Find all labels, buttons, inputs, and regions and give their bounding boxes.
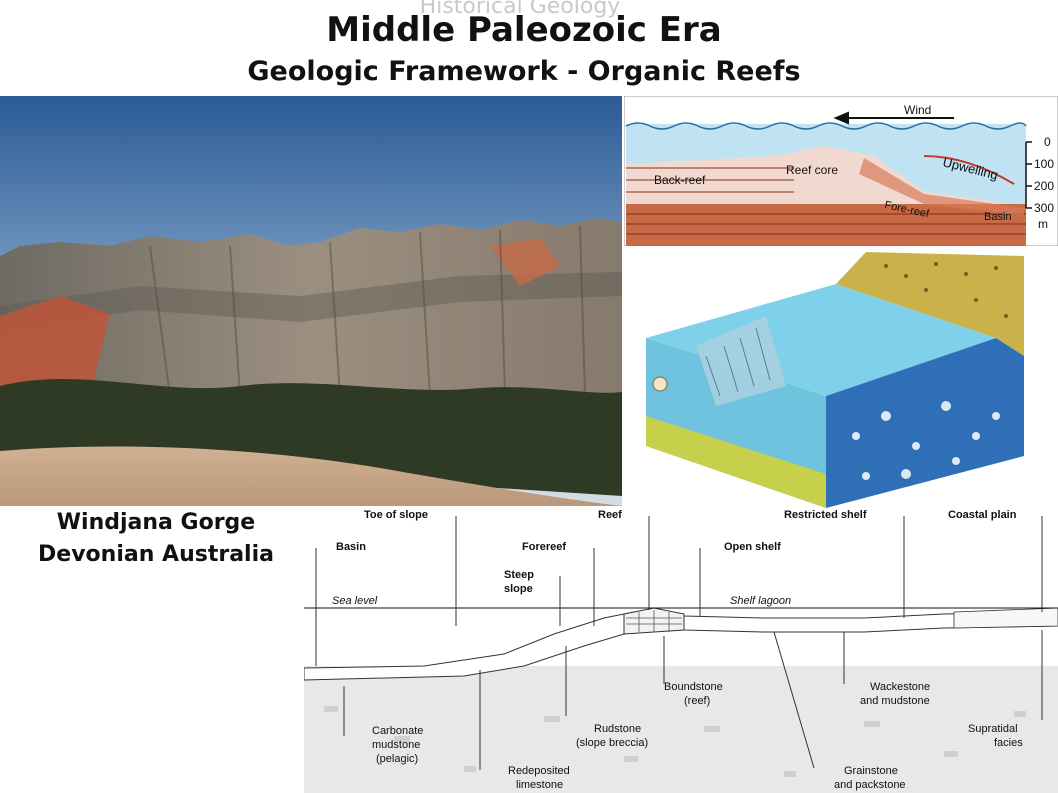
zone-basin: Basin	[984, 211, 1012, 223]
substrate-texture	[324, 706, 1026, 777]
label-grainstone-packstone: and packstone	[834, 779, 906, 791]
page-subtitle: Geologic Framework - Organic Reefs	[247, 56, 801, 87]
upwelling-arrow	[923, 155, 1015, 185]
reef-wall	[696, 316, 786, 406]
wave-line	[625, 122, 1027, 130]
nautiloid-icon	[652, 376, 668, 392]
coastal-plain-speckles	[884, 262, 1008, 318]
vegetation-band	[0, 378, 622, 496]
red-rock-right	[490, 238, 560, 286]
wind-label: Wind	[904, 103, 931, 117]
label-carbonate: Carbonate	[372, 725, 423, 737]
bedrock-brick	[626, 204, 1026, 246]
zone-back-reef: Back-reef	[654, 173, 706, 187]
coastal-dots	[953, 607, 1058, 629]
label-wackestone-mudstone: and mudstone	[860, 695, 930, 707]
block-side-face	[826, 338, 1024, 508]
wind-arrow	[833, 111, 954, 125]
ghost-course-title: Historical Geology	[419, 0, 621, 19]
depth-unit: m	[1038, 217, 1048, 231]
label-restricted-shelf: Restricted shelf	[784, 509, 867, 521]
label-grainstone: Grainstone	[844, 765, 898, 777]
label-open-shelf: Open shelf	[724, 541, 781, 553]
reef-profile-diagram: Wind Upwelling Back-reef Reef core Fore-…	[624, 96, 1058, 246]
depth-tick-100: 100	[1034, 157, 1054, 171]
label-reef: Reef	[598, 509, 622, 521]
label-redeposited: Redeposited	[508, 765, 570, 777]
depth-tick-0: 0	[1044, 135, 1051, 149]
zone-reef-core: Reef core	[786, 163, 838, 177]
red-rock-left	[0, 296, 110, 396]
sediment-profile	[304, 609, 1058, 681]
label-boundstone-reef: (reef)	[684, 695, 710, 707]
block-top-water	[646, 284, 996, 396]
label-shelf-lagoon: Shelf lagoon	[730, 595, 791, 607]
photo-caption-location: Windjana Gorge	[56, 510, 256, 535]
coastal-plain-top	[836, 252, 1024, 356]
reef-wall-texture	[705, 327, 771, 397]
cliff-streaks	[149, 225, 586, 397]
photo-caption-age: Devonian Australia	[38, 542, 274, 567]
page-title: Middle Paleozoic Era	[326, 10, 722, 50]
cliff-face	[0, 218, 622, 426]
label-boundstone: Boundstone	[664, 681, 723, 693]
label-basin: Basin	[336, 541, 366, 553]
cliff-shadow-bands	[0, 272, 622, 332]
label-redeposited-limestone: limestone	[516, 779, 563, 791]
depth-axis	[1025, 141, 1032, 209]
label-wackestone: Wackestone	[870, 681, 930, 693]
label-forereef: Forereef	[522, 541, 566, 553]
block-green-base	[646, 416, 826, 508]
reef-brick-pattern	[626, 610, 682, 632]
side-rubble	[852, 401, 1000, 480]
label-supratidal-facies: facies	[994, 737, 1023, 749]
label-toe-of-slope: Toe of slope	[364, 509, 428, 521]
substrate	[304, 666, 1058, 793]
label-supratidal: Supratidal	[968, 723, 1018, 735]
label-coastal-plain: Coastal plain	[948, 509, 1017, 521]
depth-tick-300: 300	[1034, 201, 1054, 215]
label-slope: slope	[504, 583, 533, 595]
label-rudstone-breccia: (slope breccia)	[576, 737, 648, 749]
windjana-gorge-photo	[0, 96, 622, 506]
leader-lines	[315, 516, 1043, 770]
reef-block-diagram	[646, 252, 1024, 508]
label-steep: Steep	[504, 569, 534, 581]
label-carbonate-mudstone: mudstone	[372, 739, 420, 751]
label-carbonate-pelagic: (pelagic)	[376, 753, 418, 765]
sandy-riverbed	[0, 446, 622, 506]
label-sea-level: Sea level	[332, 595, 378, 607]
carbonate-cross-section: Toe of slope Reef Restricted shelf Coast…	[304, 509, 1058, 793]
brick-lines	[626, 167, 1026, 235]
depth-tick-200: 200	[1034, 179, 1054, 193]
forereef-slope	[859, 158, 1024, 216]
label-rudstone: Rudstone	[594, 723, 641, 735]
